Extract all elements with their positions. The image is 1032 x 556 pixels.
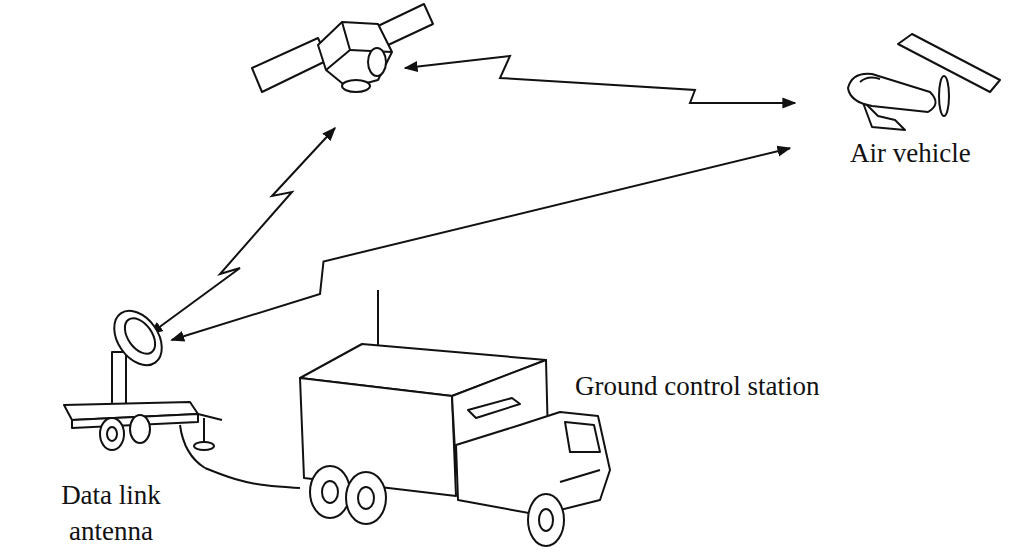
canopy bbox=[860, 78, 880, 82]
fuselage bbox=[848, 74, 936, 112]
node-label: Data link antenna bbox=[46, 477, 176, 549]
windshield bbox=[565, 422, 600, 452]
satellite-dish bbox=[342, 80, 370, 92]
truck bbox=[300, 290, 610, 546]
antenna-trailer bbox=[64, 302, 222, 468]
radio-link bbox=[405, 56, 795, 103]
radio-link bbox=[172, 148, 790, 340]
jack bbox=[203, 418, 205, 444]
roof-rack bbox=[468, 398, 520, 418]
dish bbox=[104, 302, 171, 374]
cab bbox=[456, 412, 610, 515]
hub bbox=[358, 487, 374, 509]
node-label: Ground control station bbox=[575, 368, 819, 404]
radio-link bbox=[150, 128, 335, 334]
solar-panel bbox=[252, 38, 328, 92]
dish-rim bbox=[119, 313, 162, 360]
cable bbox=[205, 468, 300, 488]
satellite-links bbox=[150, 56, 795, 334]
hub bbox=[539, 509, 553, 531]
antenna-label-box: Data link antenna bbox=[46, 340, 205, 552]
wing bbox=[898, 34, 1000, 92]
air-vehicle-figure bbox=[848, 34, 1000, 130]
mast bbox=[112, 352, 126, 407]
wheel bbox=[100, 418, 124, 450]
wheel bbox=[130, 415, 150, 443]
bumper bbox=[560, 470, 600, 482]
satellite bbox=[252, 4, 433, 92]
jack-foot bbox=[194, 442, 214, 450]
wheel bbox=[528, 494, 564, 546]
hub bbox=[107, 427, 117, 441]
body-edge bbox=[326, 22, 350, 70]
node-label: Air vehicle bbox=[850, 135, 971, 171]
propeller bbox=[939, 76, 949, 116]
satellite-dish bbox=[368, 48, 386, 76]
satellite-body bbox=[318, 22, 392, 88]
station-label-box: Ground control station bbox=[300, 285, 870, 550]
hitch bbox=[198, 414, 222, 420]
hub bbox=[322, 481, 338, 503]
wheel bbox=[346, 472, 386, 524]
vehicle-label-box: Air vehicle bbox=[790, 35, 1005, 173]
wheel bbox=[310, 466, 350, 518]
